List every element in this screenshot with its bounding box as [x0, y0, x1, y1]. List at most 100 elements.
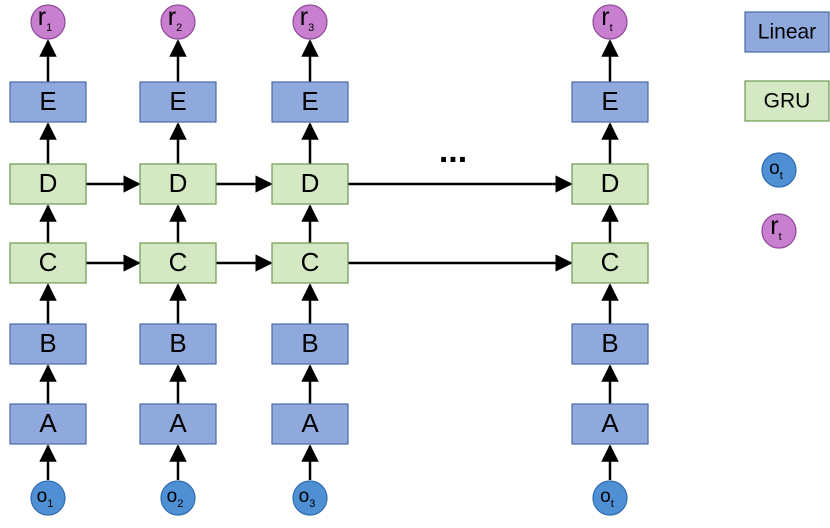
input-o-2-label: o2: [167, 486, 184, 510]
box-d-4-label: D: [601, 168, 620, 198]
box-a-4: A: [571, 403, 649, 445]
output-r-2-main: r: [168, 3, 176, 31]
box-a-1-shape: [9, 403, 87, 445]
input-o-2-shape: [160, 480, 196, 516]
box-d-2: D: [139, 163, 217, 205]
box-a-2-shape: [139, 403, 217, 445]
input-o-3: o3: [292, 480, 328, 516]
box-c-2: C: [139, 242, 217, 284]
box-a-1: A: [9, 403, 87, 445]
input-o-2-main: o: [167, 486, 178, 507]
box-b-3-label: B: [301, 328, 318, 358]
input-o-2-subscript: 2: [177, 498, 183, 510]
box-c-3-label: C: [301, 247, 320, 277]
legend-gru-label: GRU: [764, 90, 811, 113]
box-c-4-shape: [571, 242, 649, 284]
legend-observation-shape: [761, 152, 797, 188]
box-c-4-label: C: [601, 247, 620, 277]
output-r-2: r2: [160, 3, 196, 40]
box-a-1-label: A: [39, 408, 57, 438]
output-r-4: rt: [592, 3, 628, 40]
box-c-1-shape: [9, 242, 87, 284]
input-o-1: o1: [30, 480, 66, 516]
output-r-4-main: r: [601, 3, 609, 31]
box-d-1: D: [9, 163, 87, 205]
box-a-4-label: A: [601, 408, 619, 438]
box-e-3-label: E: [301, 86, 318, 116]
legend-reward-main: r: [770, 212, 778, 240]
output-r-2-shape: [160, 4, 196, 40]
legend-observation: ot: [761, 152, 797, 188]
box-e-3: E: [271, 81, 349, 123]
input-o-3-shape: [292, 480, 328, 516]
box-d-3-label: D: [301, 168, 320, 198]
box-e-4-shape: [571, 81, 649, 123]
box-d-4: D: [571, 163, 649, 205]
box-b-1-shape: [9, 323, 87, 365]
input-o-4-shape: [592, 480, 628, 516]
box-e-1-shape: [9, 81, 87, 123]
input-o-3-main: o: [299, 486, 310, 507]
legend-reward-subscript: t: [779, 231, 782, 243]
output-r-3-main: r: [300, 3, 308, 31]
input-o-4-subscript: t: [611, 498, 614, 510]
input-o-2: o2: [160, 480, 196, 516]
box-e-1-label: E: [39, 86, 56, 116]
output-r-3: r3: [292, 3, 328, 40]
output-r-1-subscript: 1: [46, 22, 52, 34]
input-o-4: ot: [592, 480, 628, 516]
legend-observation-main: o: [769, 158, 780, 179]
box-d-1-label: D: [39, 168, 58, 198]
box-d-3: D: [271, 163, 349, 205]
input-o-1-label: o1: [37, 486, 54, 510]
input-o-3-subscript: 3: [309, 498, 315, 510]
output-r-4-shape: [592, 4, 628, 40]
box-c-1: C: [9, 242, 87, 284]
output-r-1-main: r: [38, 3, 46, 31]
box-b-4-shape: [571, 323, 649, 365]
box-e-2: E: [139, 81, 217, 123]
box-e-4-label: E: [601, 86, 618, 116]
legend-reward-shape: [761, 213, 797, 249]
input-o-4-main: o: [600, 486, 611, 507]
box-b-1: B: [9, 323, 87, 365]
legend-observation-label: ot: [769, 158, 783, 182]
input-o-3-label: o3: [299, 486, 316, 510]
box-b-4-label: B: [601, 328, 618, 358]
output-r-1-label: r1: [38, 3, 52, 34]
arrows-layer: [39, 39, 619, 480]
box-e-3-shape: [271, 81, 349, 123]
box-c-3: C: [271, 242, 349, 284]
box-e-2-label: E: [169, 86, 186, 116]
box-a-3: A: [271, 403, 349, 445]
box-b-3-shape: [271, 323, 349, 365]
box-b-2-shape: [139, 323, 217, 365]
box-d-2-shape: [139, 163, 217, 205]
output-r-2-label: r2: [168, 3, 182, 34]
legend-gru-shape: [744, 80, 830, 122]
box-b-1-label: B: [39, 328, 56, 358]
legend-gru: GRU: [744, 80, 830, 122]
box-a-2-label: A: [169, 408, 187, 438]
box-a-3-shape: [271, 403, 349, 445]
legend-reward-label: rt: [770, 212, 781, 243]
box-c-1-label: C: [39, 247, 58, 277]
legend-reward: rt: [761, 212, 797, 249]
legend-linear-shape: [744, 11, 830, 53]
box-e-1: E: [9, 81, 87, 123]
output-r-3-label: r3: [300, 3, 314, 34]
legend-linear: Linear: [744, 11, 830, 53]
input-o-1-shape: [30, 480, 66, 516]
box-d-3-shape: [271, 163, 349, 205]
box-b-3: B: [271, 323, 349, 365]
box-c-4: C: [571, 242, 649, 284]
box-d-2-label: D: [169, 168, 188, 198]
output-r-4-subscript: t: [610, 22, 613, 34]
box-a-2: A: [139, 403, 217, 445]
box-c-2-shape: [139, 242, 217, 284]
ellipsis: ...: [439, 132, 467, 170]
box-c-2-label: C: [169, 247, 188, 277]
